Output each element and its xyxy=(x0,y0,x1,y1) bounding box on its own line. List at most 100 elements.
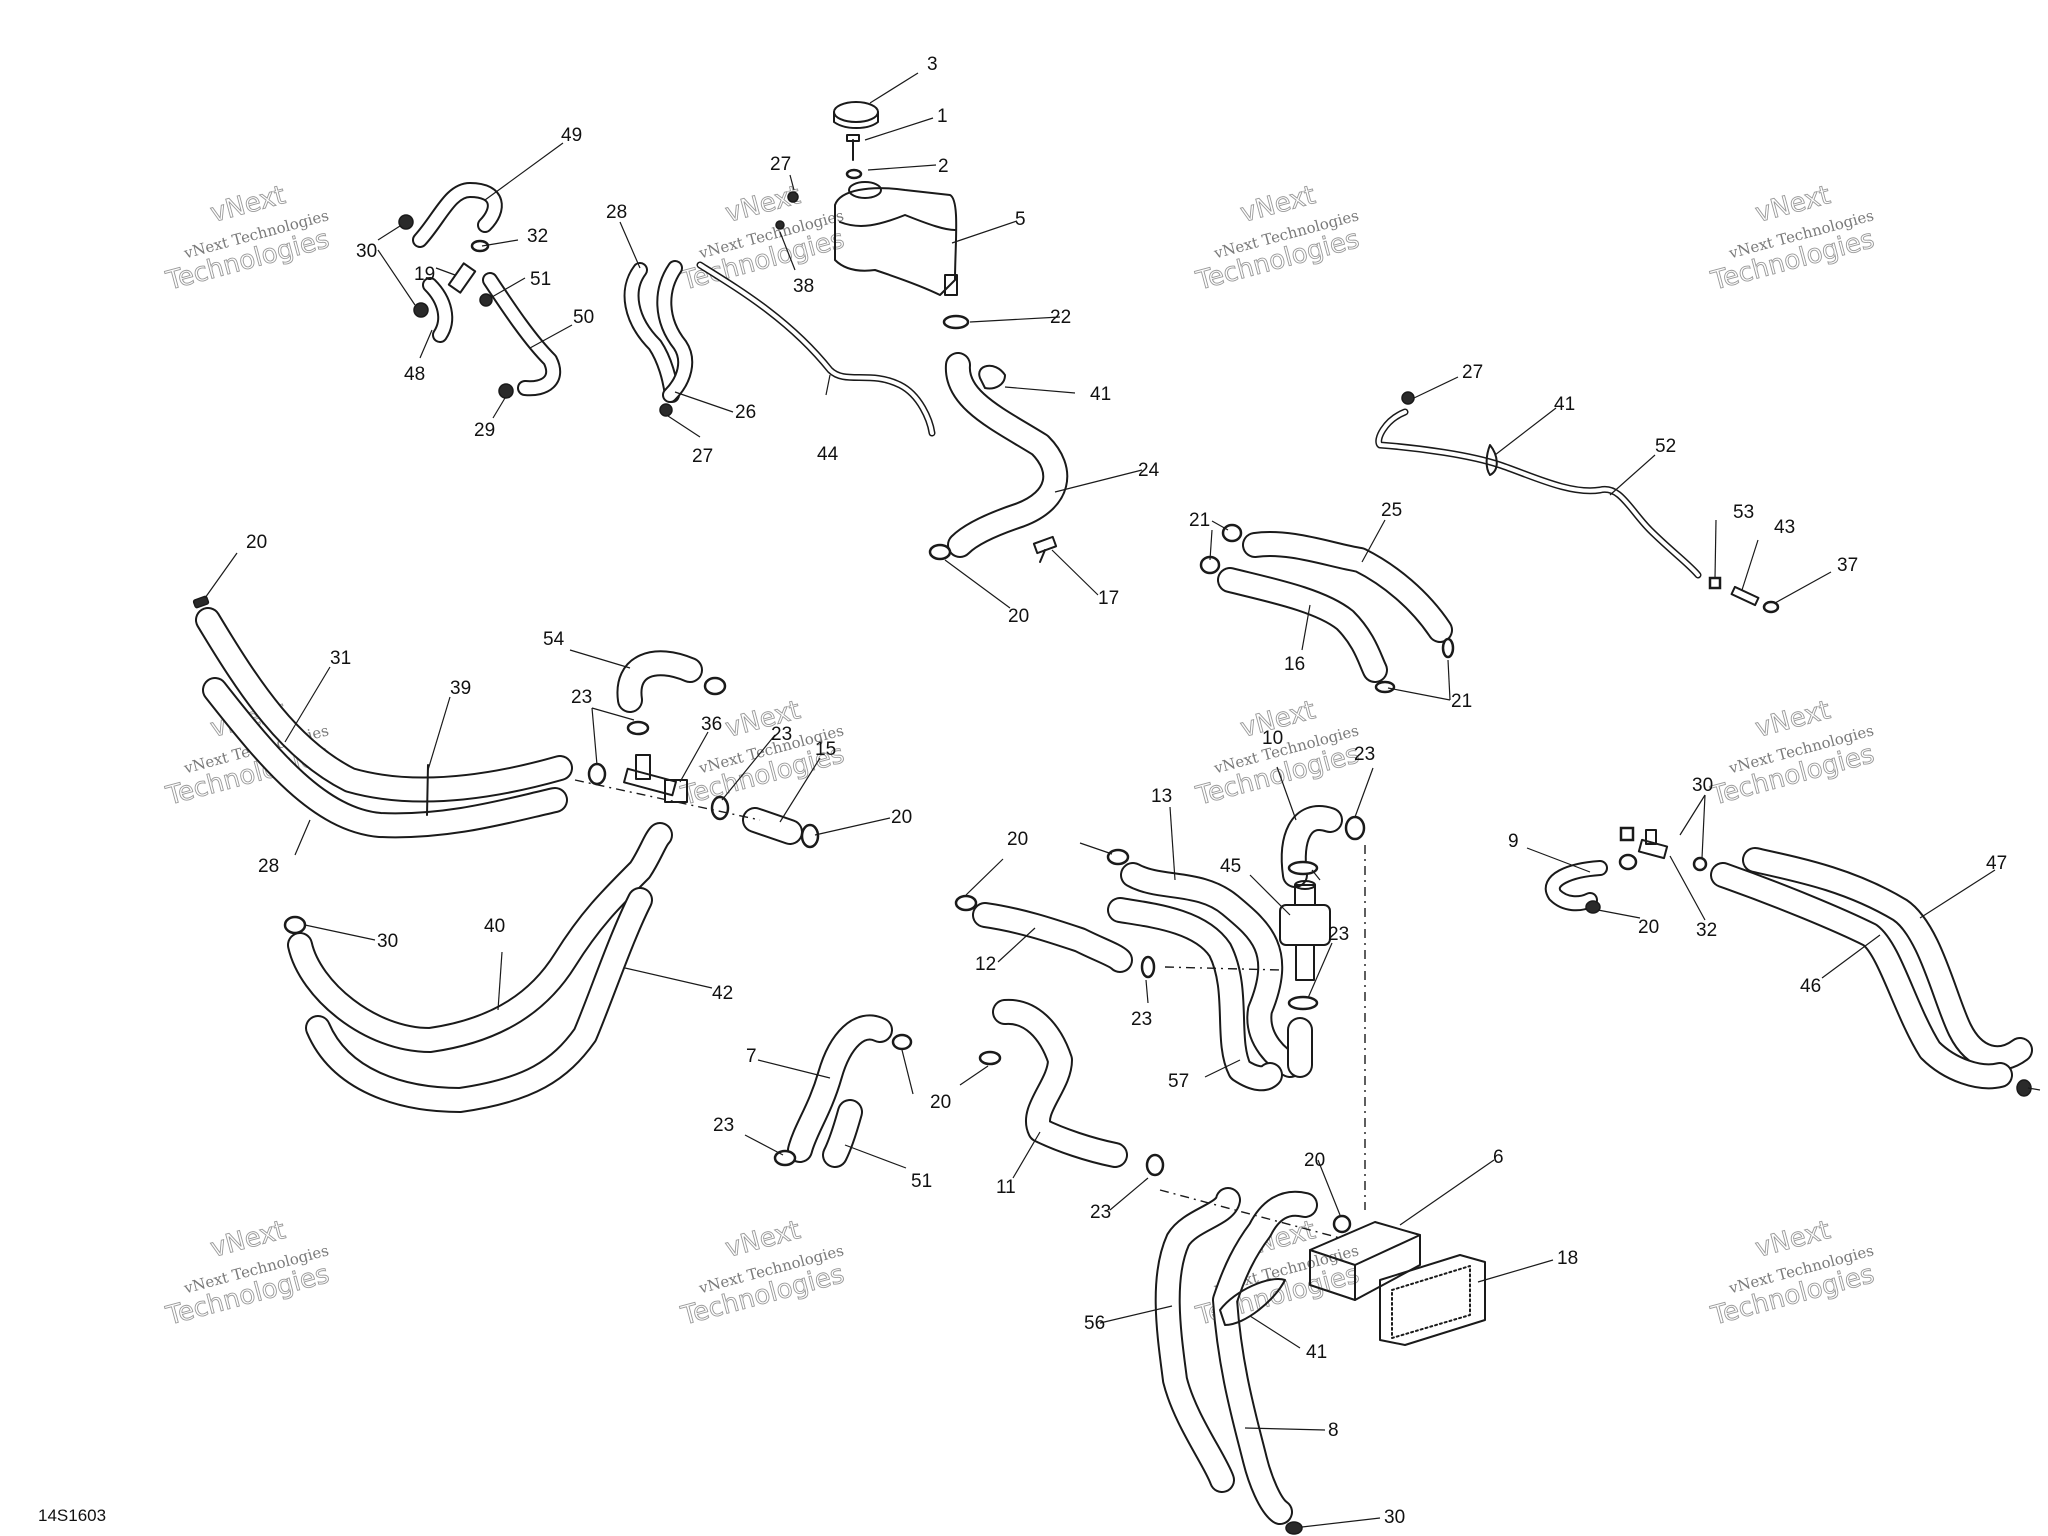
hose-26 xyxy=(656,260,694,403)
callout-20: 20 xyxy=(930,1092,951,1113)
callout-17: 18 xyxy=(1557,1248,1578,1269)
clamp-31d xyxy=(1619,826,1635,842)
callout-34: 32 xyxy=(527,226,548,247)
callout-27: 27 xyxy=(692,446,713,467)
callout-38: 38 xyxy=(793,276,814,297)
hose-48 xyxy=(412,182,503,248)
clamp-23c xyxy=(710,795,730,821)
callout-41: 41 xyxy=(1090,384,1111,405)
callout-51: 51 xyxy=(530,269,551,290)
elbow-49 xyxy=(422,277,454,343)
clamp-23g xyxy=(1140,955,1156,979)
assembly-axis xyxy=(1164,966,1281,971)
tee-fitting-36 xyxy=(623,754,688,803)
hose-57 xyxy=(1107,897,1283,1092)
callout-24: 24 xyxy=(1138,460,1160,481)
tie-39 xyxy=(426,764,429,816)
clamp-23f xyxy=(1344,815,1366,841)
callout-40: 40 xyxy=(484,916,505,937)
hose-47 xyxy=(1742,847,2033,1072)
callout-21: 21 xyxy=(1451,691,1472,712)
callout-50: 50 xyxy=(573,307,594,328)
callout-10: 10 xyxy=(1262,728,1283,749)
clamp-20d xyxy=(891,1033,913,1051)
callout-37: 37 xyxy=(1837,555,1858,576)
callout-23: 23 xyxy=(1328,924,1349,945)
hose-8 xyxy=(1212,1190,1318,1525)
callout-labels: 3 1 2 5 22 41 24 20 17 27 38 28 26 27 44… xyxy=(246,54,2007,1528)
callout-54: 53 xyxy=(1733,502,1754,523)
callout-45: 45 xyxy=(1220,856,1241,877)
clamp-23i xyxy=(1287,995,1319,1011)
watermark: vNext vNext Technologies Technologies xyxy=(1707,1215,1878,1332)
callout-20: 20 xyxy=(891,807,912,828)
callout-13: 13 xyxy=(1151,786,1172,807)
washer-2 xyxy=(845,168,863,180)
callout-31: 30 xyxy=(1384,1507,1405,1528)
watermark: vNext vNext Technologies Technologies xyxy=(1192,180,1363,297)
callout-49: 48 xyxy=(404,364,425,385)
clamp-22 xyxy=(942,314,970,330)
clamp-31b xyxy=(413,302,429,318)
hose-9 xyxy=(1544,860,1608,912)
callout-23: 23 xyxy=(571,687,592,708)
leader-lines xyxy=(204,72,2041,1528)
callout-20: 20 xyxy=(1304,1150,1325,1171)
callout-32: 31 xyxy=(330,648,351,669)
watermark: vNext vNext Technologies Technologies xyxy=(677,180,848,297)
clamp-23b xyxy=(587,762,607,786)
callout-23: 23 xyxy=(1090,1202,1111,1223)
hose-12 xyxy=(972,902,1133,973)
callout-1: 1 xyxy=(937,106,948,127)
clip-38 xyxy=(775,220,785,230)
callout-41: 41 xyxy=(1554,394,1575,415)
tie-41c xyxy=(1219,1278,1286,1326)
callout-11: 11 xyxy=(996,1177,1016,1198)
callout-18: 19 xyxy=(414,264,435,285)
clamp-23d xyxy=(773,1149,797,1167)
callout-39: 39 xyxy=(450,678,471,699)
hose-52 xyxy=(822,1099,863,1168)
callout-30: 29 xyxy=(474,420,495,441)
hose-7 xyxy=(787,1014,893,1163)
callout-23: 23 xyxy=(771,724,792,745)
oil-cooler-6 xyxy=(1309,1221,1421,1301)
callout-31: 30 xyxy=(356,241,377,262)
callout-56: 56 xyxy=(1084,1313,1105,1334)
callout-5: 5 xyxy=(1015,209,1026,230)
hose-55 xyxy=(616,650,703,713)
clamp-20a xyxy=(192,595,210,609)
clamp-23h xyxy=(1287,860,1319,876)
callout-14: 15 xyxy=(815,739,836,760)
clamp-31e xyxy=(1692,856,1708,872)
callout-25: 25 xyxy=(1381,500,1402,521)
callout-7: 7 xyxy=(746,1046,757,1067)
callout-27: 27 xyxy=(1462,362,1483,383)
callout-20: 20 xyxy=(1638,917,1659,938)
hose-15 xyxy=(1217,567,1388,683)
hose-29 xyxy=(202,677,568,839)
callout-48: 49 xyxy=(561,125,582,146)
clamp-20g xyxy=(1106,848,1130,866)
figure-id-label: 14S1603 xyxy=(38,1506,107,1525)
callout-23: 23 xyxy=(713,1115,734,1136)
tube-53 xyxy=(1375,408,1702,579)
thermostat-housing-45 xyxy=(1279,880,1331,981)
tee-fitting-34 xyxy=(1637,829,1669,860)
clamp-19 xyxy=(928,543,952,561)
clamp-34 xyxy=(470,239,490,253)
tube-44 xyxy=(696,261,936,437)
clamp-20e xyxy=(978,1050,1002,1066)
callout-53: 52 xyxy=(1655,436,1676,457)
coolant-reservoir-5 xyxy=(834,181,958,296)
clamp-20c xyxy=(800,823,820,849)
hose-11 xyxy=(992,998,1128,1168)
clamp-31a xyxy=(398,214,414,230)
clamp-20f xyxy=(954,894,978,912)
clamp-41a xyxy=(978,364,1006,390)
clamp-20j xyxy=(1332,1214,1352,1234)
watermark: vNext vNext Technologies Technologies xyxy=(1707,180,1878,297)
callout-28: 28 xyxy=(606,202,627,223)
callout-31: 30 xyxy=(377,931,398,952)
